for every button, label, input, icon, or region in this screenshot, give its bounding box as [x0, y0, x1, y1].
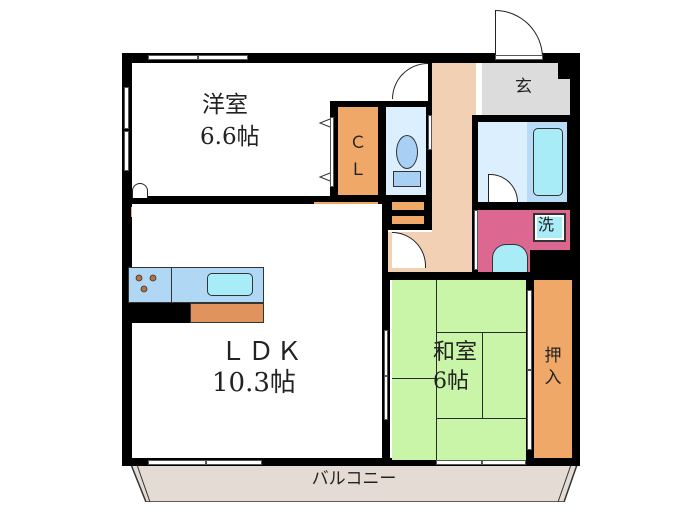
- interior-wall: [382, 272, 578, 280]
- entrance-corner: [558, 63, 570, 79]
- tatami-seam: [436, 332, 526, 333]
- washer-icon[interactable]: [533, 213, 566, 242]
- entrance-label: 玄: [515, 77, 532, 97]
- tatami-seam: [436, 280, 437, 460]
- balcony-label: バルコニー: [311, 469, 397, 489]
- outer-wall-top: [122, 53, 578, 63]
- hallway-wall: [428, 63, 432, 107]
- oshiire[interactable]: [534, 280, 572, 458]
- sliding-door[interactable]: [384, 330, 388, 376]
- stove-divider: [171, 267, 172, 303]
- closet[interactable]: [338, 107, 378, 195]
- ldk-room: [132, 204, 382, 458]
- interior-wall: [122, 196, 382, 204]
- western-room-size: 6.6帖: [200, 124, 260, 150]
- closet-door[interactable]: [330, 117, 334, 187]
- bathtub-icon: [533, 128, 563, 196]
- window[interactable]: [148, 460, 206, 465]
- washer-label: 洗: [538, 215, 555, 234]
- toilet-door[interactable]: [428, 115, 432, 150]
- kitchen-cabinet: [190, 303, 264, 323]
- toilet-tank-icon: [393, 171, 421, 187]
- outer-wall-left: [122, 53, 132, 465]
- balcony-outline: [130, 462, 578, 502]
- tatami-seam: [392, 378, 437, 379]
- oshiire-door[interactable]: [527, 290, 532, 370]
- oshiire-door[interactable]: [527, 370, 532, 450]
- window[interactable]: [124, 87, 129, 129]
- wash-corner: [530, 250, 572, 276]
- window[interactable]: [148, 55, 198, 60]
- japanese-room[interactable]: [392, 280, 526, 460]
- window[interactable]: [436, 460, 482, 465]
- window[interactable]: [482, 460, 526, 465]
- front-door[interactable]: [495, 10, 543, 58]
- western-room-door[interactable]: [392, 63, 428, 99]
- ldk-size: 10.3帖: [212, 368, 296, 398]
- window[interactable]: [124, 131, 129, 171]
- shelf: [392, 216, 424, 224]
- japanese-room-size: 6帖: [433, 369, 469, 394]
- washroom-door[interactable]: [474, 210, 478, 270]
- western-room: [132, 63, 332, 197]
- door[interactable]: [132, 183, 148, 198]
- entrance: [482, 63, 570, 117]
- tatami-seam: [436, 418, 526, 419]
- sliding-door[interactable]: [384, 376, 388, 420]
- sink-icon: [492, 244, 528, 274]
- ldk-name: ＬＤＫ: [220, 337, 305, 367]
- window[interactable]: [206, 460, 262, 465]
- toilet-bowl-icon: [396, 135, 418, 169]
- window[interactable]: [198, 55, 248, 60]
- stove-burners-icon: [135, 274, 157, 293]
- tatami-seam: [482, 332, 483, 418]
- oshiire-label: 押入: [544, 346, 562, 389]
- outer-wall-bottom: [122, 458, 580, 466]
- front-door-sill: [495, 55, 543, 60]
- shelf: [392, 202, 424, 210]
- balcony: バルコニー: [130, 462, 578, 502]
- kitchen-sink-icon: [207, 273, 253, 296]
- ldk-wall-partition: [382, 230, 388, 274]
- closet-door-marker-icon: [318, 118, 331, 182]
- closet-label: ＣＬ: [349, 133, 367, 181]
- japanese-room-name: 和室: [433, 340, 478, 365]
- western-room-name: 洋室: [202, 92, 248, 118]
- kitchen-wall: [122, 303, 192, 323]
